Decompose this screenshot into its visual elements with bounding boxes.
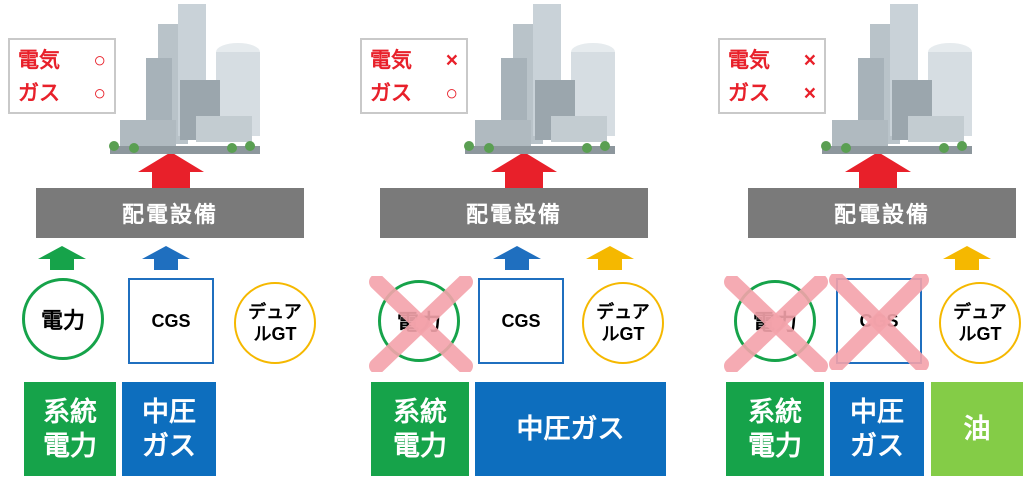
supply-status-box: 電気 × ガス ○ (360, 38, 468, 114)
dual-gt-label-line1: デュア (953, 302, 1007, 322)
gas-source-label-line2: ガス (142, 431, 196, 461)
electricity-label: 電気 (370, 49, 412, 72)
gas-source-label-line1: 中圧 (850, 397, 904, 427)
electricity-mark: × (803, 49, 816, 72)
up-arrow-icon (138, 152, 204, 188)
electricity-label: 電気 (18, 49, 60, 72)
gas-status-row: ガス ○ (370, 77, 458, 110)
cgs-equipment: CGS (478, 278, 564, 364)
gas-mark: ○ (445, 82, 458, 105)
gas-label: ガス (370, 82, 412, 105)
dual-gt-label-line2: ルGT (601, 324, 645, 344)
grid-power-source: 系統 電力 (24, 382, 116, 476)
electricity-status-row: 電気 × (728, 44, 816, 77)
medium-pressure-gas-source: 中圧ガス (475, 382, 666, 476)
cgs-equipment: CGS (836, 278, 922, 364)
dual-gt-equipment: デュア ルGT (234, 282, 316, 364)
power-equipment: 電力 (734, 280, 816, 362)
grid-power-source: 系統 電力 (371, 382, 469, 476)
office-buildings-icon (821, 4, 972, 154)
dual-gt-label-line2: ルGT (253, 324, 297, 344)
up-arrow-icon (142, 246, 190, 270)
gas-label: ガス (18, 82, 60, 105)
grid-power-label-line1: 系統 (393, 397, 447, 427)
grid-power-label-line2: 電力 (43, 431, 97, 461)
oil-source: 油 (931, 382, 1023, 476)
power-equipment: 電力 (22, 278, 104, 360)
electricity-status-row: 電気 × (370, 44, 458, 77)
gas-mark: × (803, 82, 816, 105)
electricity-mark: ○ (93, 49, 106, 72)
grid-power-label-line1: 系統 (43, 397, 97, 427)
up-arrow-icon (845, 152, 911, 188)
grid-power-label-line1: 系統 (748, 397, 802, 427)
scenario-panel-power-outage: 電気 × ガス ○ 配電設備 電力 CGS デュ (343, 0, 686, 477)
up-arrow-icon (38, 246, 86, 270)
medium-pressure-gas-source: 中圧 ガス (830, 382, 924, 476)
electricity-status-row: 電気 ○ (18, 44, 106, 77)
gas-status-row: ガス ○ (18, 77, 106, 110)
gas-status-row: ガス × (728, 77, 816, 110)
grid-power-label-line2: 電力 (748, 431, 802, 461)
medium-pressure-gas-source: 中圧 ガス (122, 382, 216, 476)
dual-gt-equipment: デュア ルGT (582, 282, 664, 364)
scenario-panel-power-gas-outage: 電気 × ガス × 配電設備 電力 CGS (686, 0, 1029, 477)
up-arrow-icon (491, 152, 557, 188)
gas-source-label-line2: ガス (850, 431, 904, 461)
supply-status-box: 電気 × ガス × (718, 38, 826, 114)
gas-source-label-line1: 中圧 (142, 397, 196, 427)
up-arrow-icon (586, 246, 634, 270)
up-arrow-icon (493, 246, 541, 270)
office-buildings-icon (464, 4, 615, 154)
dual-gt-label-line1: デュア (248, 302, 302, 322)
electricity-mark: × (445, 49, 458, 72)
dual-gt-equipment: デュア ルGT (939, 282, 1021, 364)
scenario-panel-normal: 電気 ○ ガス ○ 配電設備 電力 CGS デュア ルGT (0, 0, 343, 477)
cgs-equipment: CGS (128, 278, 214, 364)
distribution-equipment-bar: 配電設備 (36, 188, 304, 238)
distribution-equipment-bar: 配電設備 (380, 188, 648, 238)
gas-label: ガス (728, 82, 770, 105)
power-equipment: 電力 (378, 280, 460, 362)
supply-status-box: 電気 ○ ガス ○ (8, 38, 116, 114)
gas-mark: ○ (93, 82, 106, 105)
up-arrow-icon (943, 246, 991, 270)
electricity-label: 電気 (728, 49, 770, 72)
dual-gt-label-line2: ルGT (958, 324, 1002, 344)
grid-power-label-line2: 電力 (393, 431, 447, 461)
office-buildings-icon (109, 4, 260, 154)
dual-gt-label-line1: デュア (596, 302, 650, 322)
distribution-equipment-bar: 配電設備 (748, 188, 1016, 238)
grid-power-source: 系統 電力 (726, 382, 824, 476)
